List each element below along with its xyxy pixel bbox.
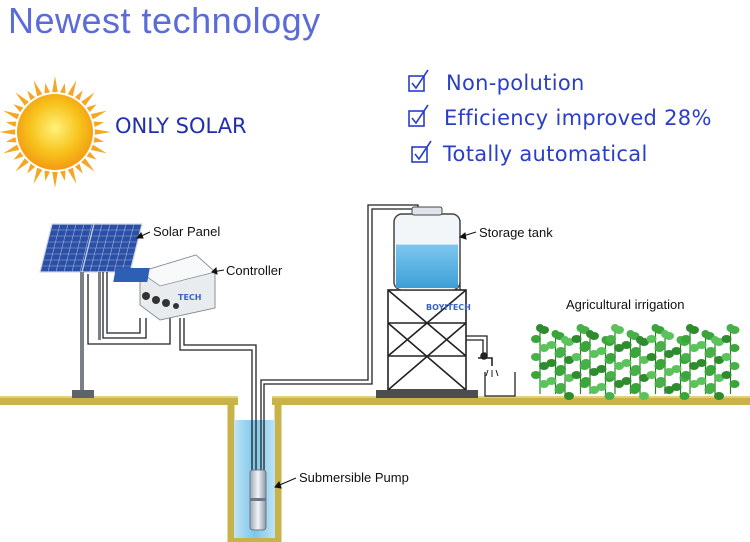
page-title: Newest technology [8,0,321,41]
check-icon [408,104,429,127]
label-arrows [135,231,477,489]
feature-efficiency: Efficiency improved 28% [444,106,712,130]
only-solar-text: ONLY SOLAR [115,114,247,138]
tank-brand-logo: BOYITECH [426,303,471,312]
check-icon [408,69,429,92]
sun-icon [0,76,111,188]
submersible-pump [249,469,267,531]
feature-non-pollution: Non-polution [446,71,585,95]
label-pump: Submersible Pump [299,470,409,485]
crop-field [531,324,740,400]
label-irrigation: Agricultural irrigation [566,297,685,312]
controller-box [113,254,216,321]
controller-brand-logo: TECH [178,293,202,302]
storage-tank [393,206,461,291]
label-solar-panel: Solar Panel [153,224,221,239]
tank-tower [376,289,478,398]
label-storage-tank: Storage tank [479,225,553,240]
faucet-icon [478,352,499,377]
solar-panel [39,223,143,398]
label-controller: Controller [226,263,283,278]
check-icon [411,140,432,163]
feature-automatic: Totally automatical [443,142,648,166]
ground [0,396,750,405]
